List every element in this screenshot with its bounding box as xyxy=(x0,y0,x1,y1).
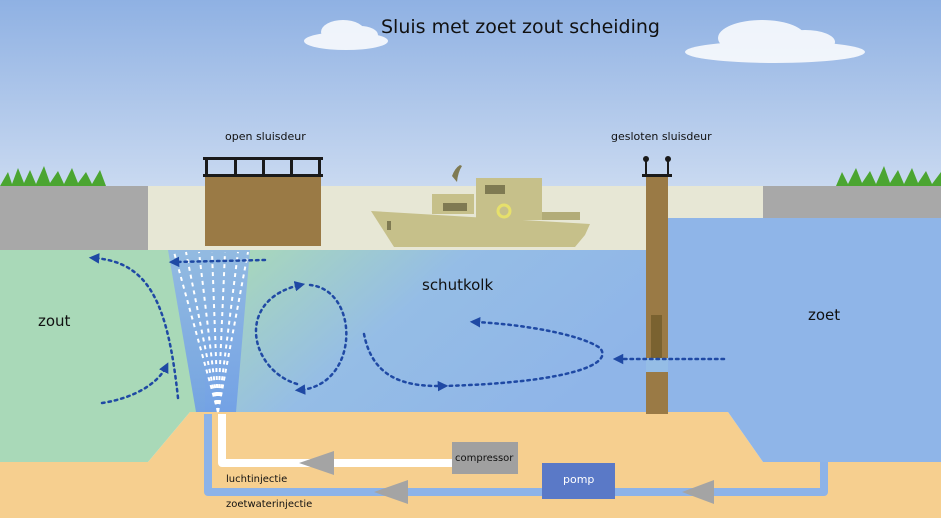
chamber-water xyxy=(205,250,667,412)
closed-gate-label: gesloten sluisdeur xyxy=(611,130,712,143)
flow-arrow-surface xyxy=(168,256,267,268)
freshwater-pipe-arrow-2 xyxy=(682,480,714,504)
quay-wall-left xyxy=(0,186,148,250)
fresh-water xyxy=(667,218,941,462)
quay-wall-right xyxy=(763,186,941,218)
open-gate-label: open sluisdeur xyxy=(225,130,306,143)
flow-arrow-salt-lower xyxy=(100,362,169,405)
freshwater-pipe xyxy=(204,414,828,496)
flow-arrow-circle-left xyxy=(254,281,306,386)
air-bubble-lines xyxy=(173,251,249,413)
flow-arrow-bottom xyxy=(362,332,449,392)
diagram-title: Sluis met zoet zout scheiding xyxy=(381,16,660,38)
cloud-left xyxy=(304,20,388,50)
grass-left xyxy=(0,166,106,186)
flow-arrow-salt-upper xyxy=(88,253,180,400)
flow-arrow-return xyxy=(441,316,604,388)
freshwater-pipe-arrow-1 xyxy=(374,480,408,504)
air-pipe-arrow xyxy=(299,451,334,475)
pump-box xyxy=(542,463,615,499)
flow-arrows xyxy=(88,253,726,405)
salt-label: zout xyxy=(38,312,71,330)
flow-arrow-circle-right xyxy=(294,283,348,395)
freshwater-injection-label: zoetwaterinjectie xyxy=(226,499,313,510)
compressor-box xyxy=(452,442,518,474)
salt-water xyxy=(0,250,205,462)
air-injection-label: luchtinjectie xyxy=(226,474,288,485)
fresh-label: zoet xyxy=(808,306,841,324)
boat xyxy=(371,165,590,247)
cloud-right xyxy=(685,20,865,63)
closed-lock-gate xyxy=(642,156,672,414)
pump-label: pomp xyxy=(563,473,595,486)
air-pipe xyxy=(218,414,456,467)
compressor-label: compressor xyxy=(455,453,514,464)
lock-chamber-label: schutkolk xyxy=(422,276,494,294)
open-lock-gate xyxy=(203,157,323,246)
pipe-arrows xyxy=(299,451,714,504)
grass-right xyxy=(836,166,941,186)
